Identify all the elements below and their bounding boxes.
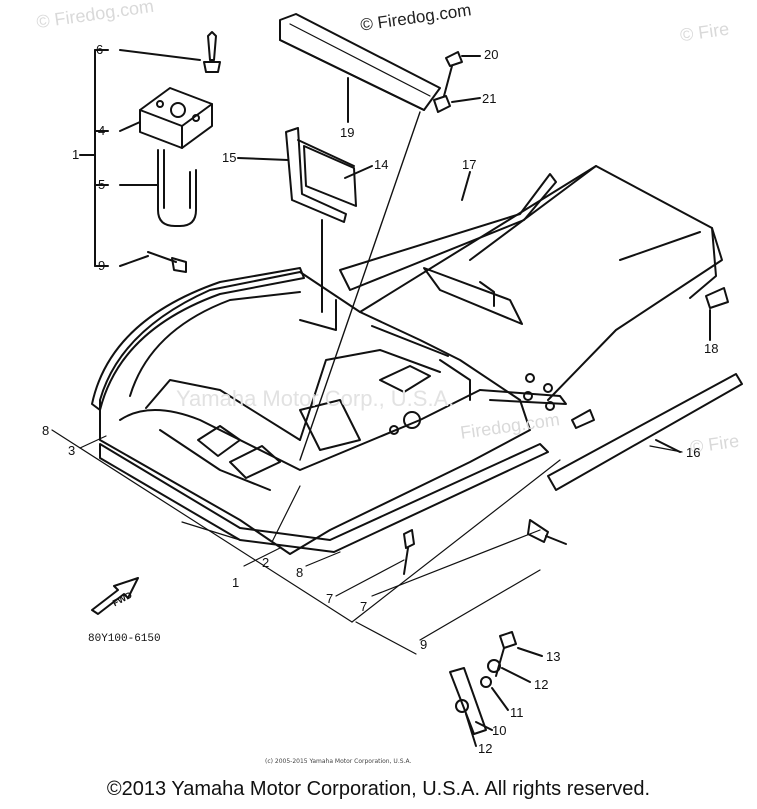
grab-handle [237, 127, 373, 223]
callout-16: 16 [686, 445, 701, 460]
callout-13: 13 [546, 649, 561, 664]
callout-1-top: 1 [72, 147, 80, 162]
callout-17: 17 [462, 157, 477, 172]
callout-12b: 12 [478, 741, 493, 756]
callout-11: 11 [510, 705, 524, 720]
tub [99, 271, 531, 555]
callout-9-top: 9 [98, 258, 106, 273]
callout-6: 6 [96, 42, 104, 57]
callout-21: 21 [482, 91, 497, 106]
bracket-assembly [79, 31, 221, 273]
callout-14: 14 [374, 157, 389, 172]
frame-body [359, 165, 723, 411]
part-code: 80Y100-6150 [88, 633, 161, 645]
callout-1-bottom: 1 [232, 575, 240, 590]
callout-3: 3 [68, 443, 76, 458]
callout-4: 4 [98, 123, 106, 138]
callout-10: 10 [492, 723, 507, 738]
copyright-main: ©2013 Yamaha Motor Corporation, U.S.A. A… [106, 778, 651, 800]
callout-7a: 7 [326, 591, 334, 606]
callout-5: 5 [98, 177, 106, 192]
rivets [403, 409, 595, 575]
callout-20: 20 [484, 47, 499, 62]
callout-12a: 12 [534, 677, 549, 692]
callout-9-bottom: 9 [420, 637, 428, 652]
leader-lines [51, 429, 683, 655]
rub-rail [91, 267, 567, 553]
decal [705, 287, 729, 341]
copyright-small: (c) 2005-2015 Yamaha Motor Corporation, … [265, 758, 412, 765]
callout-8-bottom: 8 [296, 565, 304, 580]
bolt-and-nut [433, 51, 481, 113]
callout-8-left: 8 [42, 423, 50, 438]
watermark-faint: Yamaha Motor Corp., U.S.A. [176, 386, 455, 411]
side-rail [339, 171, 557, 291]
callout-18: 18 [704, 341, 719, 356]
small-hardware [449, 631, 543, 747]
forward-arrow [91, 577, 139, 615]
callout-2: 2 [262, 555, 270, 570]
side-strip [547, 373, 743, 491]
callout-15: 15 [222, 150, 237, 165]
callout-19: 19 [340, 125, 355, 140]
callout-7b: 7 [360, 599, 368, 614]
seat-backrest [279, 13, 441, 123]
